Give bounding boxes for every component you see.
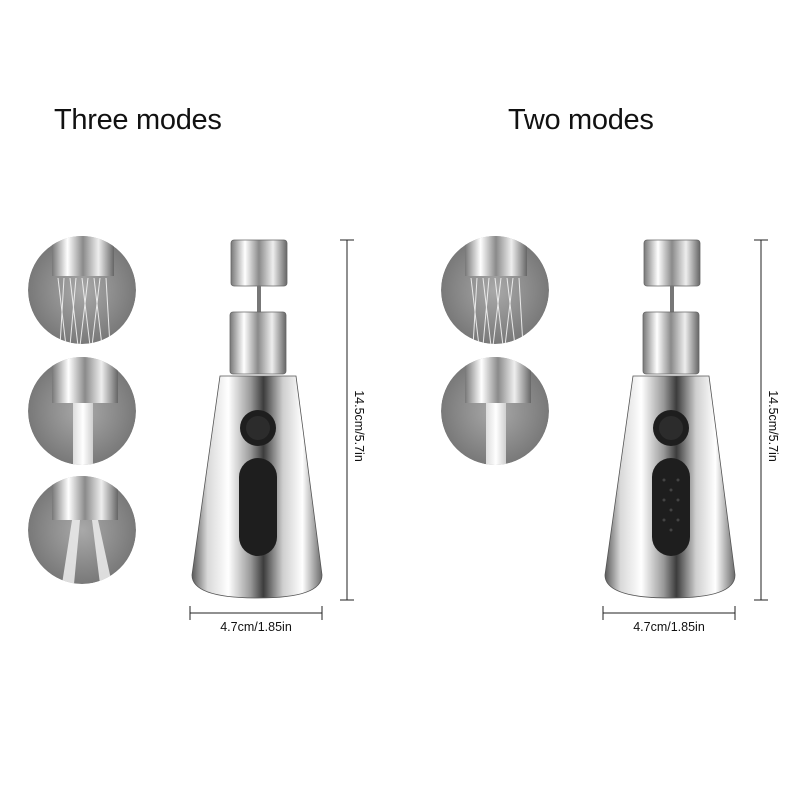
width-label-left: 4.7cm/1.85in <box>220 620 292 634</box>
width-dimension-line-right <box>602 606 736 620</box>
faucet-head-three-modes <box>191 239 323 599</box>
mode-stream-icon <box>28 357 136 465</box>
mode-stream-icon <box>441 357 549 465</box>
mode-spray-icon <box>28 236 136 344</box>
width-label-right: 4.7cm/1.85in <box>633 620 705 634</box>
height-label-left: 14.5cm/5.7in <box>352 390 366 462</box>
height-dimension-line-right <box>754 239 768 601</box>
width-dimension-line-left <box>189 606 323 620</box>
faucet-head-two-modes <box>604 239 736 599</box>
mode-sprinkle-icon <box>28 476 136 584</box>
height-dimension-line-left <box>340 239 354 601</box>
three-modes-title: Three modes <box>54 104 222 136</box>
mode-spray-icon <box>441 236 549 344</box>
two-modes-title: Two modes <box>508 104 654 136</box>
height-label-right: 14.5cm/5.7in <box>766 390 780 462</box>
